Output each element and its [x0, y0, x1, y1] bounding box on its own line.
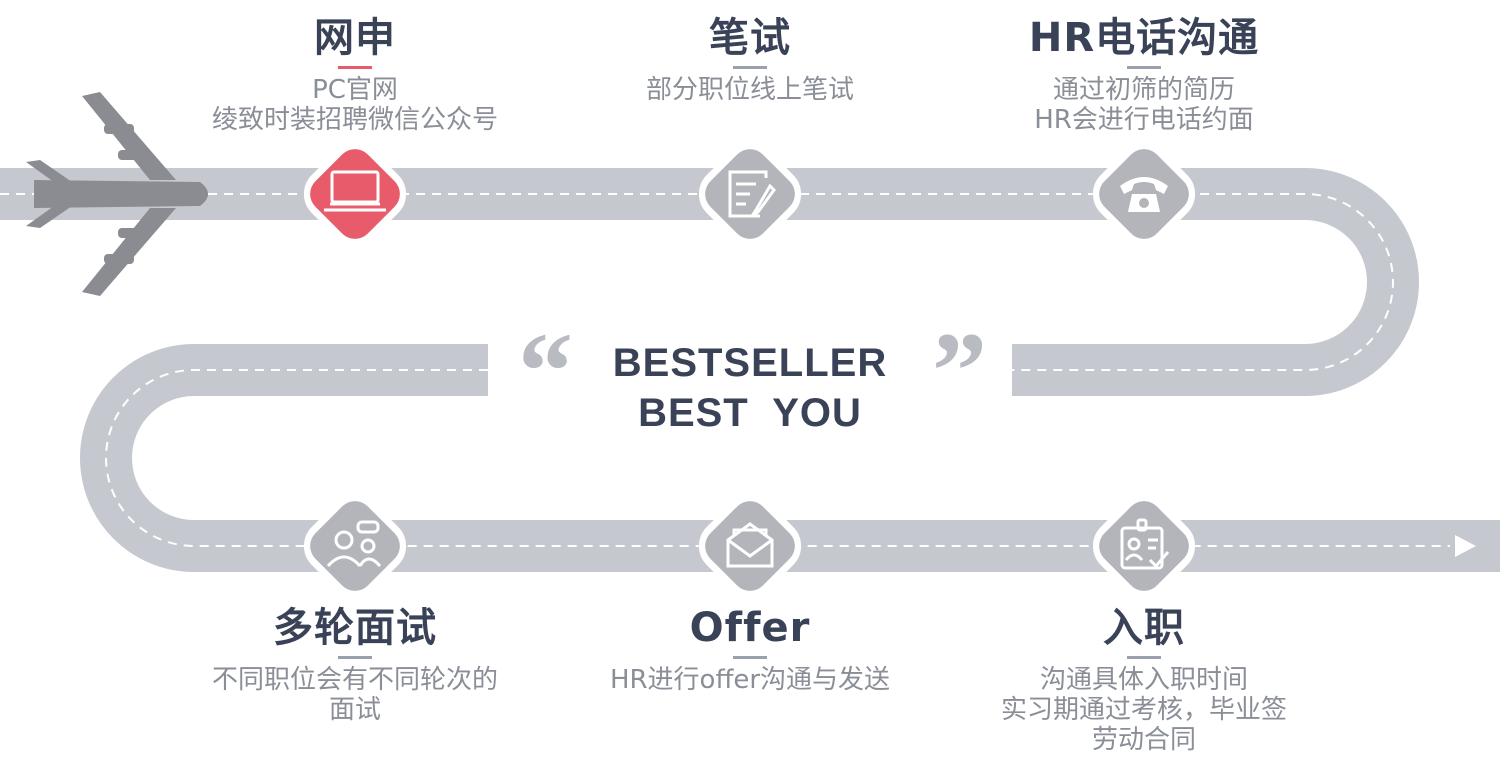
- step-6-badge: [1092, 494, 1196, 598]
- people-chat-icon: [326, 520, 382, 568]
- step-6-desc-line-2: 实习期通过考核，毕业签: [1000, 695, 1287, 725]
- step-1: 网申 PC官网 绫致时装招聘微信公众号: [155, 14, 555, 135]
- road-centerline: [0, 193, 1450, 547]
- step-1-title: 网申: [314, 15, 396, 61]
- road-end-arrow-icon: [1455, 535, 1476, 557]
- envelope-icon: [726, 522, 774, 568]
- step-1-desc: PC官网 绫致时装招聘微信公众号: [155, 75, 555, 135]
- step-6-desc-line-3: 劳动合同: [1091, 725, 1196, 755]
- step-1-desc-line-2: 绫致时装招聘微信公众号: [211, 105, 498, 135]
- slogan: BESTSELLER BEST YOU: [540, 338, 960, 438]
- step-4-underline: [338, 656, 372, 659]
- badge-check-icon: [1120, 518, 1170, 570]
- airplane-icon: [26, 92, 208, 296]
- step-3-desc-line-2: HR会进行电话约面: [1034, 105, 1254, 135]
- step-6-title: 入职: [1103, 605, 1185, 651]
- slogan-line-1: BESTSELLER: [612, 341, 888, 385]
- step-3: HR电话沟通 通过初筛的简历 HR会进行电话约面: [944, 14, 1344, 135]
- open-quote: “: [518, 310, 573, 432]
- slogan-line-2: BEST YOU: [638, 391, 862, 435]
- step-5-title: Offer: [689, 605, 811, 651]
- step-2: 笔试 部分职位线上笔试: [550, 14, 950, 105]
- step-2-title: 笔试: [709, 15, 791, 61]
- step-5-badge: [698, 494, 802, 598]
- step-5: Offer HR进行offer沟通与发送: [550, 604, 950, 695]
- step-3-badge: [1092, 142, 1196, 246]
- laptop-icon: [324, 170, 386, 212]
- step-5-desc-line-1: HR进行offer沟通与发送: [609, 665, 891, 695]
- step-1-desc-line-1: PC官网: [312, 75, 398, 105]
- step-4-desc-line-1: 不同职位会有不同轮次的: [211, 665, 498, 695]
- step-6-desc: 沟通具体入职时间 实习期通过考核，毕业签 劳动合同: [944, 665, 1344, 755]
- step-2-desc-line-1: 部分职位线上笔试: [645, 75, 854, 105]
- note-pencil-icon: [728, 170, 776, 218]
- step-3-desc: 通过初筛的简历 HR会进行电话约面: [944, 75, 1344, 135]
- step-4-desc-line-2: 面试: [328, 695, 381, 725]
- close-quote: ”: [932, 310, 987, 432]
- step-3-desc-line-1: 通过初筛的简历: [1052, 75, 1235, 105]
- slogan-gap: [488, 340, 1012, 402]
- step-6: 入职 沟通具体入职时间 实习期通过考核，毕业签 劳动合同: [944, 604, 1344, 755]
- step-3-underline: [1127, 66, 1161, 69]
- step-4: 多轮面试 不同职位会有不同轮次的 面试: [155, 604, 555, 725]
- step-4-desc: 不同职位会有不同轮次的 面试: [155, 665, 555, 725]
- step-1-underline: [338, 66, 372, 69]
- step-2-badge: [698, 142, 802, 246]
- step-3-title: HR电话沟通: [1028, 15, 1260, 61]
- step-2-desc: 部分职位线上笔试: [550, 75, 950, 105]
- step-1-badge: [303, 142, 407, 246]
- step-6-desc-line-1: 沟通具体入职时间: [1039, 665, 1248, 695]
- step-4-title: 多轮面试: [273, 605, 437, 651]
- step-5-underline: [733, 656, 767, 659]
- step-5-desc: HR进行offer沟通与发送: [550, 665, 950, 695]
- step-4-badge: [303, 494, 407, 598]
- step-2-underline: [733, 66, 767, 69]
- telephone-icon: [1120, 177, 1168, 212]
- step-6-underline: [1127, 656, 1161, 659]
